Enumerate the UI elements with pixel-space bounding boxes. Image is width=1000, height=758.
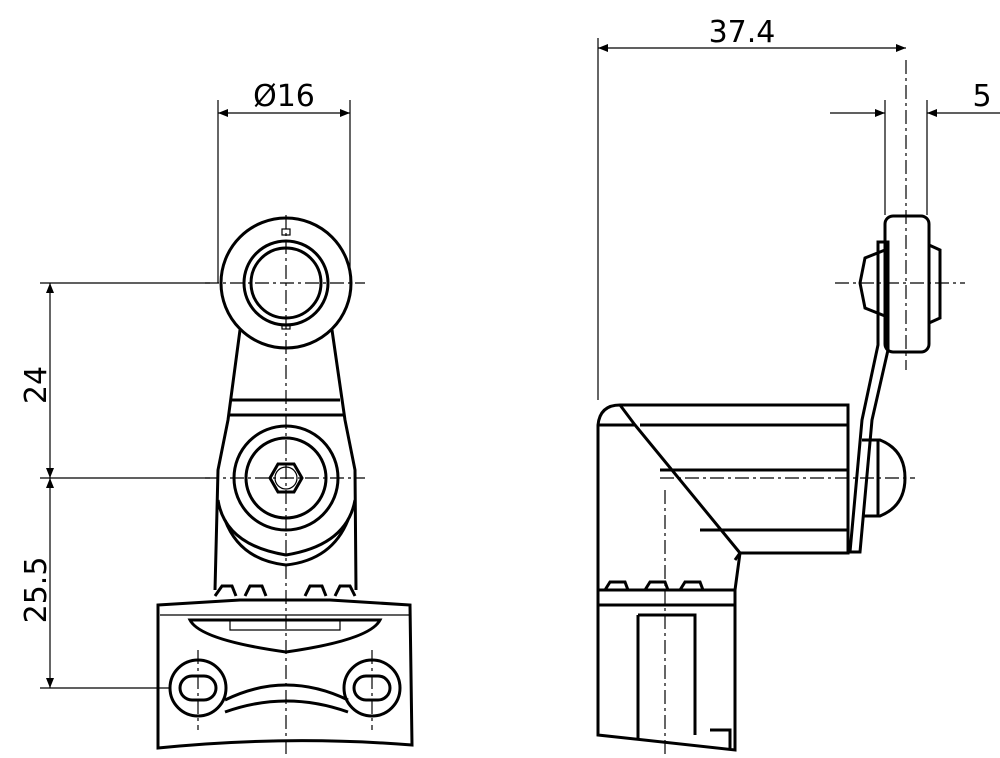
roller-width-label: 5 bbox=[972, 79, 991, 114]
dimension-height-lower: 25.5 bbox=[19, 478, 170, 689]
lever-plate bbox=[848, 240, 890, 554]
dimension-roller-width: 5 bbox=[830, 79, 1000, 215]
base-outline bbox=[156, 598, 414, 750]
housing-outline bbox=[596, 403, 850, 592]
dimension-width: 37.4 bbox=[597, 15, 906, 400]
diameter-label: Ø16 bbox=[253, 79, 315, 114]
dimension-diameter: Ø16 bbox=[217, 79, 351, 283]
lever-arm bbox=[213, 329, 358, 591]
dimension-height-upper: 24 bbox=[19, 282, 210, 479]
base-slot bbox=[187, 618, 383, 654]
side-view bbox=[596, 60, 965, 758]
width-label: 37.4 bbox=[709, 15, 776, 50]
height-upper-label: 24 bbox=[19, 366, 54, 404]
side-roller bbox=[858, 214, 942, 354]
side-base bbox=[596, 588, 737, 752]
hex-socket-icon bbox=[268, 462, 304, 494]
front-view bbox=[156, 215, 414, 758]
height-lower-label: 25.5 bbox=[19, 557, 54, 624]
